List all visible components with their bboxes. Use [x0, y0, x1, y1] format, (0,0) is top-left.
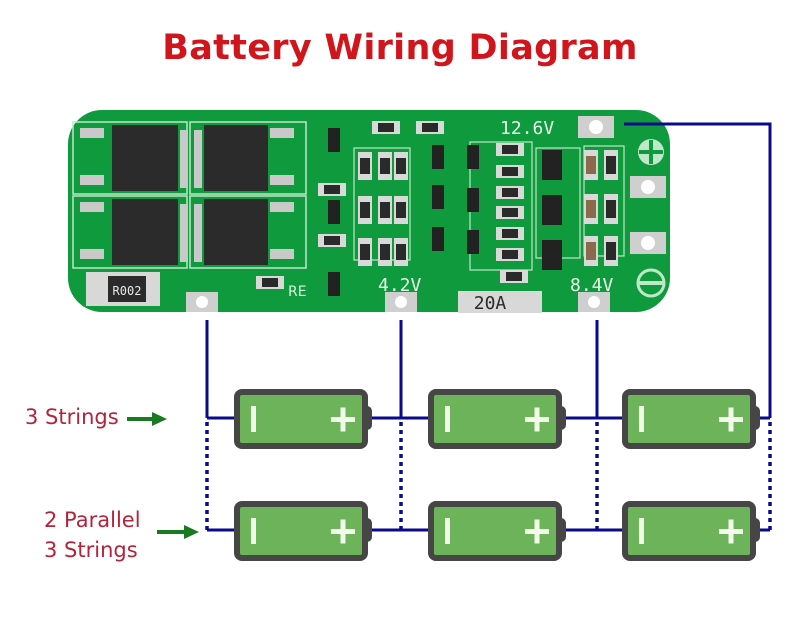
smd-capacitor	[586, 242, 596, 260]
arrows	[127, 412, 199, 539]
battery-positive-icon	[728, 519, 734, 544]
smd-resistor	[502, 145, 518, 154]
wire-12v6	[624, 122, 772, 418]
battery-positive-icon	[340, 519, 346, 544]
smd-ic	[542, 195, 562, 225]
smd-capacitor	[586, 200, 596, 218]
smd-resistor	[380, 244, 390, 260]
battery	[234, 501, 372, 561]
battery-positive-icon	[534, 407, 540, 432]
smd-resistor	[422, 123, 438, 132]
battery-body	[428, 389, 562, 449]
smd-resistor	[606, 156, 616, 174]
battery-negative-icon	[251, 518, 256, 544]
smd-resistor	[506, 272, 522, 281]
battery-body	[622, 389, 756, 449]
smd-resistor	[360, 202, 370, 218]
smd-resistor	[360, 244, 370, 260]
smd-resistor	[606, 200, 616, 218]
arrow-right-icon	[127, 412, 167, 426]
smd-resistor	[502, 167, 518, 176]
label-12v6: 12.6V	[500, 118, 554, 139]
smd-resistor	[502, 229, 518, 238]
parallel-label-line2: 3 Strings	[44, 538, 138, 562]
wires	[205, 122, 772, 532]
smd-transistor	[432, 185, 444, 209]
smd-transistor	[328, 200, 340, 224]
battery-body	[428, 501, 562, 561]
smd-resistor	[324, 185, 340, 194]
battery	[622, 389, 760, 449]
smd-transistor	[467, 145, 479, 169]
smd-ic	[542, 240, 562, 270]
smd-resistor	[396, 202, 406, 218]
silk-label-re: RE	[288, 284, 307, 300]
battery-negative-icon	[639, 406, 644, 432]
smd-resistor	[378, 123, 394, 132]
battery-body	[234, 389, 368, 449]
parallel-dotted-links	[205, 422, 772, 530]
smd-transistor	[328, 128, 340, 152]
current-rating-box	[458, 291, 542, 313]
parallel-label-line1: 2 Parallel	[44, 508, 141, 532]
plus-polarity-icon	[638, 139, 664, 165]
smd-resistor	[502, 188, 518, 197]
smd-resistor	[380, 202, 390, 218]
battery-negative-icon	[445, 406, 450, 432]
smd-transistor	[328, 272, 340, 296]
battery-body	[234, 501, 368, 561]
smd-resistor	[262, 278, 278, 287]
mosfet-4	[204, 199, 268, 265]
diagram-title: Battery Wiring Diagram	[162, 28, 638, 68]
smd-components	[256, 121, 625, 296]
battery-positive-icon	[728, 407, 734, 432]
smd-transistor	[467, 230, 479, 254]
mosfet-2	[204, 125, 268, 191]
terminal-pads	[186, 116, 666, 312]
mosfet-1	[112, 125, 178, 191]
battery	[428, 501, 566, 561]
battery	[234, 389, 372, 449]
mosfet-3	[112, 199, 178, 265]
label-4v2: 4.2V	[378, 275, 422, 296]
battery-positive-icon	[534, 519, 540, 544]
bms-pcb-board: R002 RE 12.6V	[68, 110, 670, 314]
smd-resistor	[396, 158, 406, 174]
shunt-label: R002	[113, 284, 142, 298]
battery-negative-icon	[445, 518, 450, 544]
smd-resistor	[606, 242, 616, 260]
series-label: 3 Strings	[25, 405, 119, 429]
smd-resistor	[502, 208, 518, 217]
smd-resistor	[502, 250, 518, 259]
smd-transistor	[432, 227, 444, 251]
battery-negative-icon	[639, 518, 644, 544]
battery-grid	[234, 389, 760, 561]
battery	[428, 389, 566, 449]
smd-resistor	[360, 158, 370, 174]
smd-transistor	[467, 188, 479, 212]
label-8v4: 8.4V	[570, 275, 614, 296]
current-rating-label: 20A	[474, 293, 507, 314]
minus-polarity-icon	[636, 268, 666, 298]
battery-positive-icon	[340, 407, 346, 432]
battery-negative-icon	[251, 406, 256, 432]
smd-resistor	[396, 244, 406, 260]
smd-capacitor	[586, 156, 596, 174]
mosfet-pads	[80, 128, 294, 262]
battery	[622, 501, 760, 561]
smd-ic	[542, 150, 562, 180]
battery-body	[622, 501, 756, 561]
smd-transistor	[432, 145, 444, 169]
arrow-right-icon	[157, 525, 199, 539]
smd-resistor	[324, 236, 340, 245]
smd-resistor	[380, 158, 390, 174]
